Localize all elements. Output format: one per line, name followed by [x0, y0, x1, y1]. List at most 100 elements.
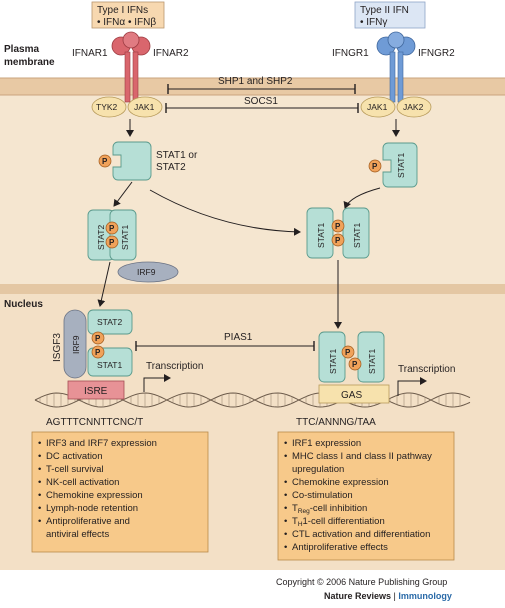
- type1-effect-item: Chemokine expression: [46, 490, 143, 501]
- ifngr2-label: IFNGR2: [418, 48, 455, 59]
- journal-name: Nature Reviews: [324, 591, 391, 601]
- shp-label: SHP1 and SHP2: [218, 76, 293, 87]
- phospho-nuc-1: [91, 331, 105, 345]
- arrow-heterodimer-to-nucleus: [97, 261, 111, 307]
- jak1-left-label: JAK1: [134, 102, 155, 112]
- type2-effect-item: upregulation: [292, 464, 344, 475]
- stat1-or-stat2-monomer: [112, 141, 152, 181]
- ifngr1-label: IFNGR1: [332, 48, 369, 59]
- phospho-nuc-2: [91, 345, 105, 359]
- copyright-line-1: Copyright © 2006 Nature Publishing Group: [276, 577, 447, 587]
- p-cyto-4: P: [335, 236, 341, 245]
- irf9-nuclear-label: IRF9: [71, 335, 81, 354]
- isre-element: [67, 380, 125, 400]
- journal-separator: |: [391, 591, 398, 601]
- stat2-stat1-heterodimer: [87, 209, 137, 261]
- phospho-left-monomer: [98, 154, 112, 168]
- nuclear-envelope: [0, 284, 505, 294]
- type2-ifn-title: Type II IFN: [360, 5, 409, 16]
- type1-effect-item: IRF3 and IRF7 expression: [46, 438, 157, 449]
- p-cyto-1: P: [109, 224, 115, 233]
- isgf3-label: ISGF3: [52, 333, 63, 362]
- stat1-or-stat2-label-2: STAT2: [156, 162, 186, 173]
- ifnar2-label: IFNAR2: [153, 48, 189, 59]
- type2-ifn-box: [354, 1, 426, 29]
- effect-bullet: •: [284, 438, 287, 449]
- p-nuc-2: P: [95, 348, 101, 357]
- p-cyto-3: P: [335, 222, 341, 231]
- effect-bullet: •: [38, 477, 41, 488]
- cytoplasm-region: [0, 95, 505, 285]
- copyright-line-2: Nature Reviews | Immunology: [324, 591, 452, 601]
- transcription-arrow-left: [143, 374, 171, 392]
- arrow-to-gas-dimer: [149, 189, 301, 236]
- irf9-cyto-label: IRF9: [137, 267, 156, 277]
- type1-effect-item: Antiproliferative and: [46, 516, 130, 527]
- type1-effect-item: antiviral effects: [46, 529, 109, 540]
- effect-bullet: •: [284, 503, 287, 514]
- type2-effect-item: TReg-cell inhibition: [292, 503, 367, 515]
- phospho-left-monomer-label: P: [102, 157, 108, 166]
- tyk2-kinase: [91, 96, 127, 118]
- p-nuc-1: P: [95, 334, 101, 343]
- jak1-left-kinase: [127, 96, 163, 118]
- phospho-right-monomer: [368, 159, 382, 173]
- plasma-membrane-label-1: Plasma: [4, 44, 39, 55]
- stat1-homodimer-nuclear: [318, 331, 385, 383]
- type2-effect-item: Chemokine expression: [292, 477, 389, 488]
- p-nuc-4: P: [352, 360, 358, 369]
- jak1-right-kinase: [360, 96, 396, 118]
- stat1-nuclear-left-label: STAT1: [97, 360, 122, 370]
- nucleus-label: Nucleus: [4, 299, 43, 310]
- ifnar1-label: IFNAR1: [72, 48, 108, 59]
- journal-section: Immunology: [398, 591, 452, 601]
- type2-effect-item: CTL activation and differentiation: [292, 529, 430, 540]
- stat1-cyto-dimer-label-a: STAT1: [316, 223, 326, 248]
- ifnar-receptor: [111, 31, 151, 103]
- p-nuc-3: P: [345, 348, 351, 357]
- gas-element: [318, 384, 390, 404]
- effect-bullet: •: [38, 490, 41, 501]
- jak2-label: JAK2: [403, 102, 424, 112]
- transcription-arrow-right: [397, 377, 427, 396]
- jak1-right-label: JAK1: [367, 102, 388, 112]
- arrow-to-heterodimer: [113, 181, 133, 207]
- type1-effects-list: •IRF3 and IRF7 expression•DC activation•…: [38, 438, 157, 540]
- transcription-left-label: Transcription: [146, 361, 203, 372]
- stat2-nuclear: [87, 309, 133, 335]
- effect-bullet: •: [284, 477, 287, 488]
- effect-bullet: •: [38, 464, 41, 475]
- stat1-cyto-label: STAT1: [120, 225, 130, 250]
- type2-ifn-items: • IFNγ: [360, 17, 387, 28]
- type1-effect-item: T-cell survival: [46, 464, 104, 475]
- stat1-nuc-label-b: STAT1: [367, 349, 377, 374]
- stat2-nuclear-label: STAT2: [97, 317, 122, 327]
- type2-effects-box: [277, 431, 455, 561]
- effect-bullet: •: [38, 503, 41, 514]
- plasma-membrane-label-2: membrane: [4, 57, 55, 68]
- effect-bullet: •: [284, 490, 287, 501]
- jak2-kinase: [396, 96, 432, 118]
- isre-label: ISRE: [84, 386, 108, 397]
- type2-effect-item: TH1-cell differentiation: [292, 516, 385, 528]
- stat1-or-stat2-label-1: STAT1 or: [156, 150, 198, 161]
- type1-ifn-items: • IFNα • IFNβ: [97, 17, 156, 28]
- isre-sequence: AGTTTCNNTTCNC/T: [46, 417, 143, 428]
- ifngr-receptor: [376, 31, 416, 103]
- effect-bullet: •: [38, 451, 41, 462]
- effect-bullet: •: [284, 451, 287, 462]
- type2-effect-item: MHC class I and class II pathway: [292, 451, 432, 462]
- pias1-label: PIAS1: [224, 332, 253, 343]
- type1-effects-box: [31, 431, 209, 553]
- effect-bullet: •: [38, 438, 41, 449]
- irf9-cyto: [117, 261, 179, 283]
- type1-ifn-title: Type I IFNs: [97, 5, 148, 16]
- gas-sequence: TTC/ANNNG/TAA: [296, 417, 376, 428]
- gas-label: GAS: [341, 390, 362, 401]
- effect-bullet: •: [284, 529, 287, 540]
- type2-effect-item: IRF1 expression: [292, 438, 361, 449]
- type1-ifn-box: [91, 1, 165, 29]
- stat1-nuc-label-a: STAT1: [328, 349, 338, 374]
- socs1-label: SOCS1: [244, 96, 278, 107]
